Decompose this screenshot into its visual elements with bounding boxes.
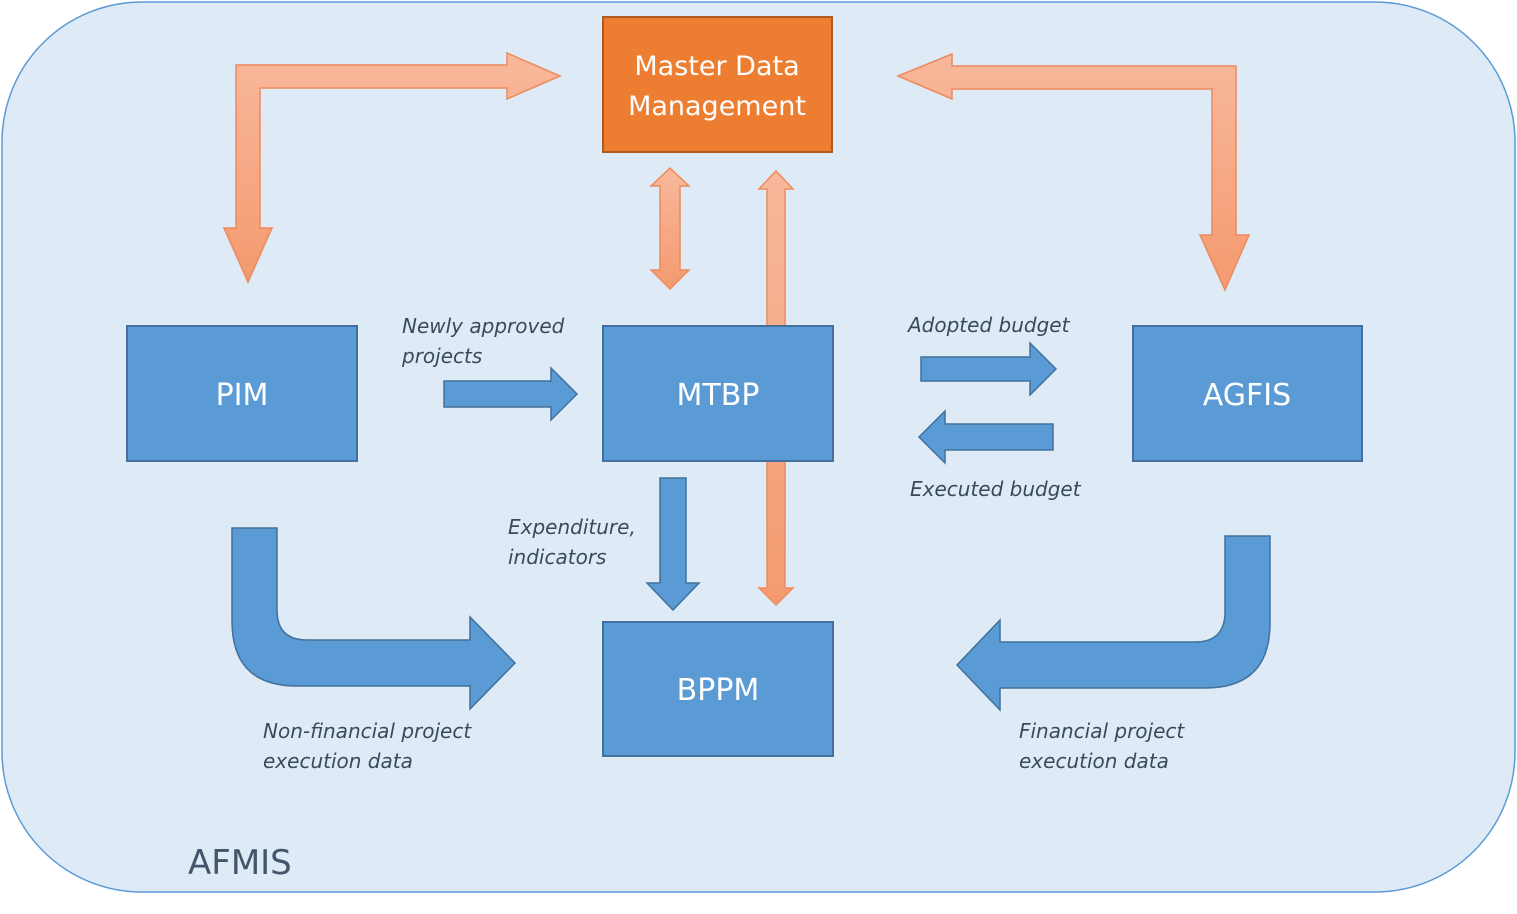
pim-mdm-arrow <box>222 51 562 284</box>
newly-approved-label-line2: projects <box>401 344 482 368</box>
adopted-budget-label: Adopted budget <box>906 313 1071 337</box>
pim-bppm-curved-arrow <box>231 527 517 711</box>
non-financial-label-line1: Non-financial project <box>263 719 472 743</box>
afmis-label: AFMIS <box>188 843 292 883</box>
mdm-box <box>602 16 833 153</box>
pim-label: PIM <box>216 378 269 413</box>
mtbp-label: MTBP <box>677 378 760 413</box>
mdm-mtbp-double-arrow <box>649 166 691 291</box>
mtbp-box <box>602 325 834 462</box>
expenditure-label-line1: Expenditure, <box>508 515 636 539</box>
bppm-label: BPPM <box>677 673 760 708</box>
agfis-label: AGFIS <box>1203 378 1291 413</box>
agfis-bppm-curved-arrow <box>955 535 1271 712</box>
executed-budget-label: Executed budget <box>910 477 1082 501</box>
mdm-label-line2: Management <box>628 91 806 122</box>
mdm-label-line1: Master Data <box>634 51 799 82</box>
mtbp-bppm-arrow <box>645 477 701 612</box>
mtbp-agfis-arrow <box>920 341 1058 397</box>
expenditure-label-line2: indicators <box>508 545 606 569</box>
bppm-box <box>602 621 834 757</box>
agfis-mdm-arrow <box>896 52 1251 292</box>
financial-label-line2: execution data <box>1019 749 1169 773</box>
pim-mtbp-arrow <box>443 366 579 422</box>
financial-label-line1: Financial project <box>1019 719 1185 743</box>
agfis-box <box>1132 325 1363 462</box>
agfis-mtbp-arrow <box>917 409 1054 465</box>
pim-box <box>126 325 358 462</box>
non-financial-label-line2: execution data <box>263 749 413 773</box>
newly-approved-label-line1: Newly approved <box>402 314 565 338</box>
